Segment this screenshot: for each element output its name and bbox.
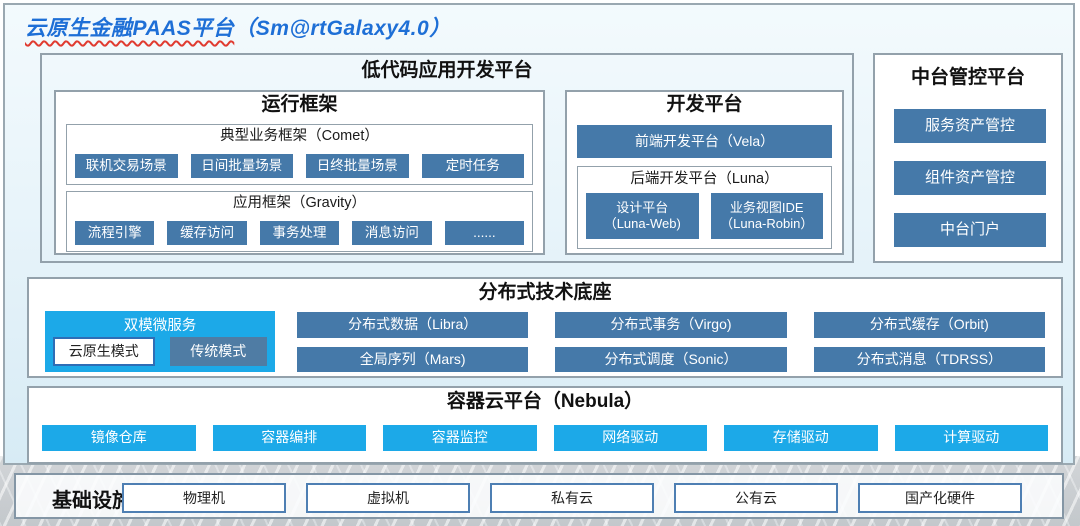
page-title: 云原生金融PAAS平台（Sm@rtGalaxy4.0） bbox=[25, 12, 451, 42]
chip-container-orchestration: 容器编排 bbox=[212, 425, 366, 451]
chip-endofday-batch: 日终批量场景 bbox=[306, 154, 409, 178]
chip-ellipsis: ...... bbox=[444, 221, 525, 245]
chip-luna-robin-line1: 业务视图IDE bbox=[729, 199, 804, 215]
chip-luna-web-line2: （Luna-Web) bbox=[603, 216, 681, 231]
chip-public-cloud: 公有云 bbox=[674, 483, 838, 513]
midplatform-title: 中台管控平台 bbox=[910, 67, 1025, 88]
chip-image-registry: 镜像仓库 bbox=[42, 425, 196, 451]
comet-framework-box: 典型业务框架（Comet） 联机交易场景 日间批量场景 日终批量场景 定时任务 bbox=[66, 124, 533, 185]
chip-container-monitoring: 容器监控 bbox=[383, 425, 537, 451]
chip-classic-mode: 传统模式 bbox=[169, 337, 267, 366]
dual-mode-microservice-box: 双模微服务 云原生模式 传统模式 bbox=[45, 311, 275, 372]
chip-luna-robin: 业务视图IDE （Luna-Robin） bbox=[710, 193, 823, 239]
dev-platform-title: 开发平台 bbox=[666, 94, 743, 115]
chip-distributed-data-libra: 分布式数据（Libra） bbox=[297, 312, 529, 338]
infrastructure-title: 基础设施 bbox=[52, 490, 132, 512]
luna-chip-row: 设计平台 （Luna-Web) 业务视图IDE （Luna-Robin） bbox=[586, 193, 823, 239]
chip-process-engine: 流程引擎 bbox=[75, 221, 155, 245]
chip-luna-robin-line2: （Luna-Robin） bbox=[720, 216, 814, 231]
container-cloud-title: 容器云平台（Nebula） bbox=[446, 391, 644, 412]
chip-daytime-batch: 日间批量场景 bbox=[190, 154, 293, 178]
luna-backend-title: 后端开发平台（Luna） bbox=[630, 171, 779, 187]
chip-service-asset-control: 服务资产管控 bbox=[894, 109, 1046, 143]
chip-online-transaction: 联机交易场景 bbox=[75, 154, 178, 178]
gravity-framework-box: 应用框架（Gravity） 流程引擎 缓存访问 事务处理 消息访问 ...... bbox=[66, 191, 533, 252]
gravity-framework-title: 应用框架（Gravity） bbox=[233, 195, 366, 211]
infrastructure-row: 物理机 虚拟机 私有云 公有云 国产化硬件 bbox=[122, 483, 1022, 513]
lowcode-platform-title: 低代码应用开发平台 bbox=[361, 60, 533, 81]
chip-message-access: 消息访问 bbox=[352, 221, 432, 245]
chip-domestic-hardware: 国产化硬件 bbox=[858, 483, 1022, 513]
chip-storage-driver: 存储驱动 bbox=[724, 425, 878, 451]
main-panel: 云原生金融PAAS平台（Sm@rtGalaxy4.0） 低代码应用开发平台 运行… bbox=[3, 3, 1075, 465]
chip-distributed-transaction-virgo: 分布式事务（Virgo) bbox=[555, 312, 787, 338]
chip-component-asset-control: 组件资产管控 bbox=[894, 161, 1046, 195]
chip-luna-web-line1: 设计平台 bbox=[616, 199, 669, 215]
chip-midplatform-portal: 中台门户 bbox=[894, 213, 1046, 247]
chip-luna-web: 设计平台 （Luna-Web) bbox=[586, 193, 699, 239]
chip-scheduled-task: 定时任务 bbox=[421, 154, 524, 178]
lowcode-platform-section: 低代码应用开发平台 运行框架 典型业务框架（Comet） 联机交易场景 日间批量… bbox=[40, 53, 854, 263]
page-title-suffix: （Sm@rtGalaxy4.0） bbox=[234, 17, 451, 40]
distributed-base-title: 分布式技术底座 bbox=[478, 282, 612, 303]
comet-chip-row: 联机交易场景 日间批量场景 日终批量场景 定时任务 bbox=[75, 154, 524, 178]
chip-virtual-machine: 虚拟机 bbox=[306, 483, 470, 513]
luna-backend-box: 后端开发平台（Luna） 设计平台 （Luna-Web) 业务视图IDE （Lu… bbox=[577, 166, 832, 249]
distributed-base-section: 分布式技术底座 双模微服务 云原生模式 传统模式 分布式数据（Libra） 分布… bbox=[27, 277, 1063, 378]
distributed-chip-grid: 分布式数据（Libra） 分布式事务（Virgo) 分布式缓存（Orbit) 全… bbox=[297, 312, 1045, 372]
gravity-chip-row: 流程引擎 缓存访问 事务处理 消息访问 ...... bbox=[75, 221, 525, 245]
chip-private-cloud: 私有云 bbox=[490, 483, 654, 513]
chip-network-driver: 网络驱动 bbox=[553, 425, 707, 451]
chip-cache-access: 缓存访问 bbox=[167, 221, 247, 245]
chip-cloudnative-mode: 云原生模式 bbox=[53, 337, 155, 366]
dev-platform-section: 开发平台 前端开发平台（Vela） 后端开发平台（Luna） 设计平台 （Lun… bbox=[565, 90, 844, 255]
chip-global-sequence-mars: 全局序列（Mars) bbox=[297, 346, 529, 372]
vela-frontend-platform: 前端开发平台（Vela） bbox=[577, 125, 832, 158]
container-chip-row: 镜像仓库 容器编排 容器监控 网络驱动 存储驱动 计算驱动 bbox=[42, 425, 1048, 451]
chip-distributed-cache-orbit: 分布式缓存（Orbit) bbox=[813, 312, 1045, 338]
chip-distributed-scheduler-sonic: 分布式调度（Sonic） bbox=[555, 346, 787, 372]
infrastructure-strip: 基础设施 物理机 虚拟机 私有云 公有云 国产化硬件 bbox=[14, 473, 1064, 519]
runtime-framework-title: 运行框架 bbox=[261, 94, 338, 115]
chip-compute-driver: 计算驱动 bbox=[894, 425, 1048, 451]
page-title-main: 云原生金融PAAS平台 bbox=[25, 17, 235, 40]
comet-framework-title: 典型业务框架（Comet） bbox=[220, 128, 379, 144]
chip-transaction-processing: 事务处理 bbox=[259, 221, 340, 245]
midplatform-section: 中台管控平台 服务资产管控 组件资产管控 中台门户 bbox=[873, 53, 1063, 263]
dual-mode-row: 云原生模式 传统模式 bbox=[53, 337, 267, 366]
chip-distributed-message-tdrss: 分布式消息（TDRSS） bbox=[813, 346, 1045, 372]
chip-physical-machine: 物理机 bbox=[122, 483, 286, 513]
runtime-framework-section: 运行框架 典型业务框架（Comet） 联机交易场景 日间批量场景 日终批量场景 … bbox=[54, 90, 545, 255]
container-cloud-section: 容器云平台（Nebula） 镜像仓库 容器编排 容器监控 网络驱动 存储驱动 计… bbox=[27, 386, 1063, 464]
dual-mode-title: 双模微服务 bbox=[123, 318, 197, 334]
